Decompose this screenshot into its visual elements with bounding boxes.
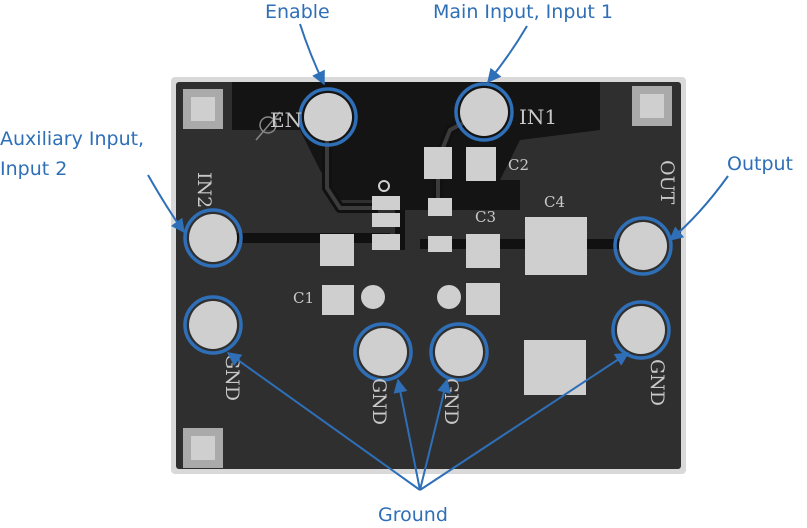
via-c3 [437, 285, 461, 309]
components [320, 147, 587, 395]
silk-gnd-center-left: GND [368, 378, 390, 425]
connector-pads [189, 88, 667, 376]
arrow-ground-3 [419, 378, 451, 491]
callout-arrows [147, 23, 729, 491]
arrow-enable [299, 23, 325, 86]
callout-aux-input-line2: Input 2 [0, 158, 68, 180]
arrow-output [668, 175, 729, 241]
via-small [378, 180, 390, 192]
copper-pour-center [400, 180, 520, 210]
silk-gnd-right: GND [646, 359, 668, 406]
silk-in2: IN2 [193, 172, 215, 208]
silk-gnd-center-right: GND [440, 378, 462, 425]
callout-main-input: Main Input, Input 1 [433, 1, 613, 23]
pin1-marker [259, 116, 277, 134]
silk-c3: C3 [475, 208, 496, 226]
silk-c4: C4 [544, 193, 565, 211]
silk-c1: C1 [293, 289, 314, 307]
callout-aux-input-line1: Auxiliary Input, [0, 128, 145, 150]
silk-in1: IN1 [519, 105, 557, 129]
arrow-aux-input [147, 174, 185, 234]
arrow-ground-1 [226, 352, 421, 491]
silk-en: EN [270, 108, 302, 132]
corner-pads [183, 86, 672, 468]
arrow-ground-2 [393, 378, 421, 491]
silk-c2: C2 [508, 156, 529, 174]
highlight-rings [183, 82, 673, 382]
via-c1 [361, 285, 385, 309]
arrow-main-input [487, 25, 528, 84]
silk-out: OUT [656, 160, 678, 205]
callout-enable: Enable [265, 1, 330, 23]
callout-output: Output [727, 153, 793, 175]
arrow-ground-4 [419, 352, 630, 491]
callout-ground: Ground [378, 504, 448, 526]
